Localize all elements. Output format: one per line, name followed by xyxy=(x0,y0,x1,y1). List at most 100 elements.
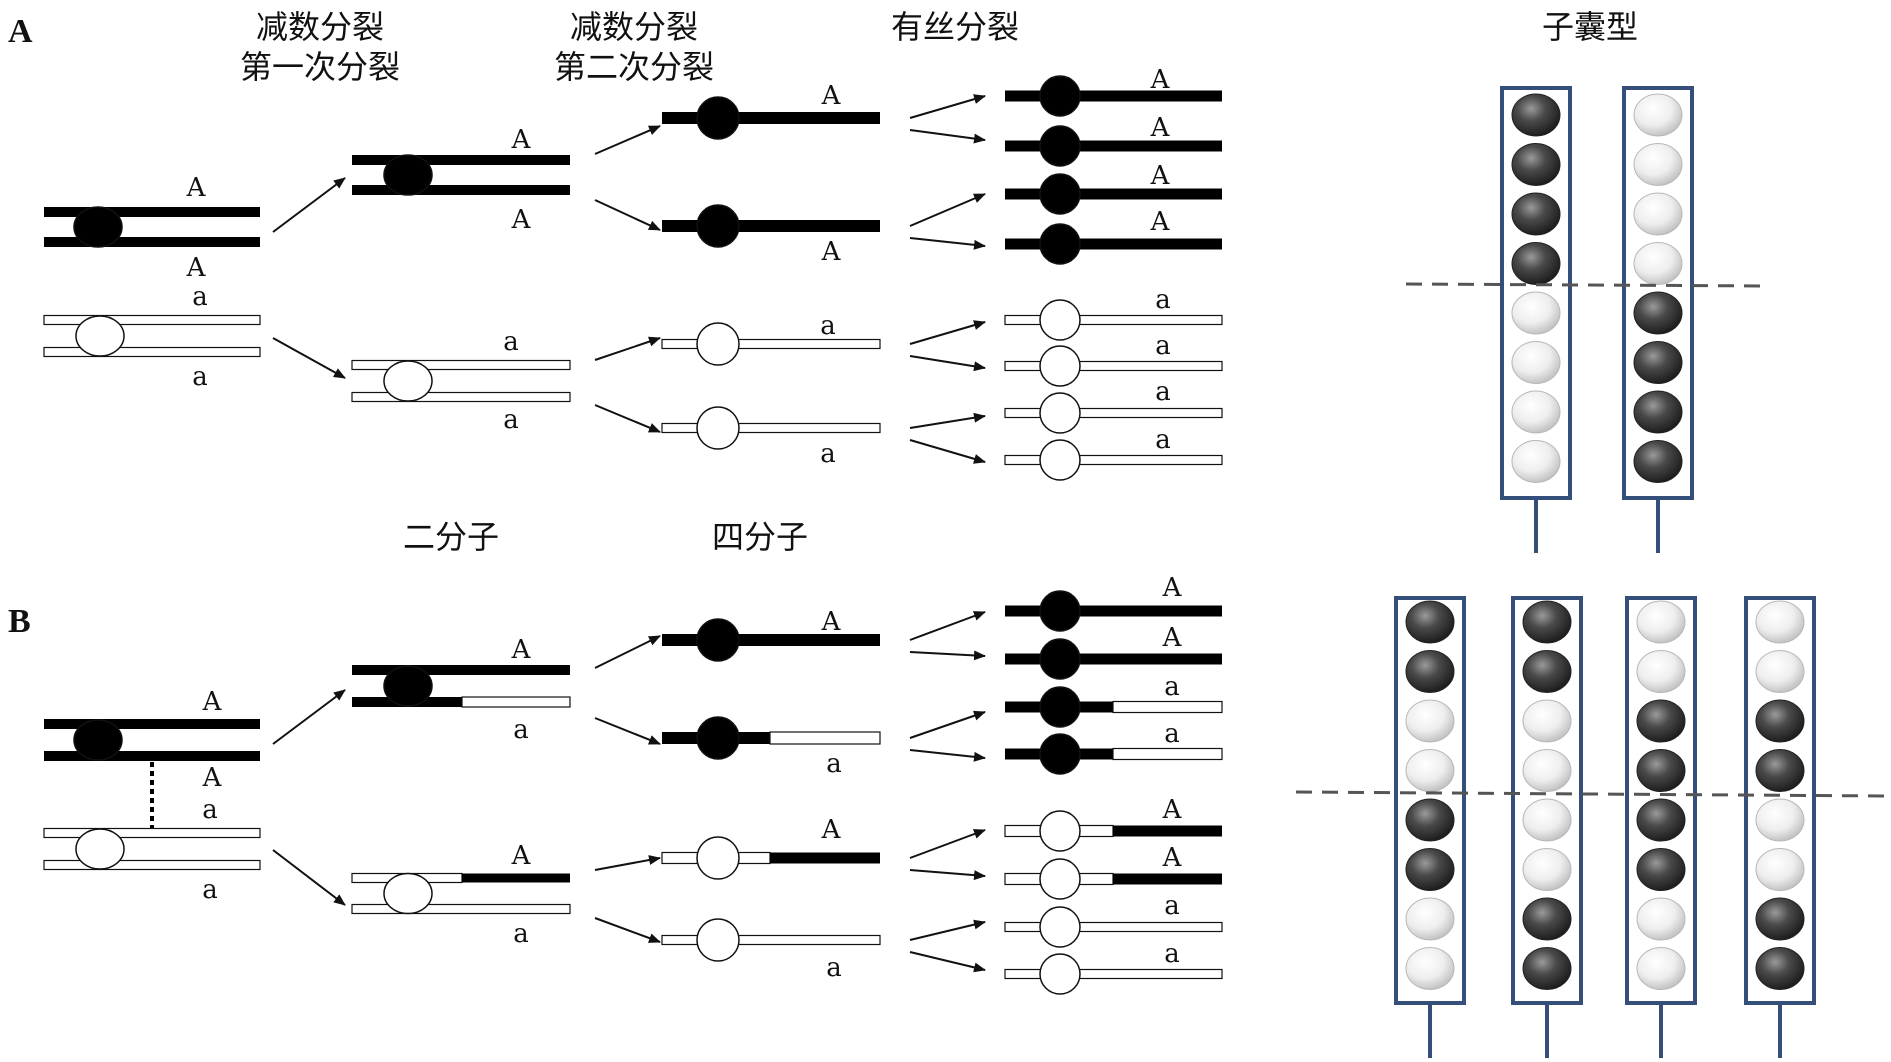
header-ascus-type: 子囊型 xyxy=(1542,8,1638,46)
centromere-dark xyxy=(696,618,740,662)
chromatid-light xyxy=(43,859,261,871)
spore-dark xyxy=(1636,798,1686,842)
spore-dark xyxy=(1633,440,1683,483)
chromatid-dark xyxy=(352,665,570,675)
allele-label: A xyxy=(511,205,532,235)
spore-dark xyxy=(1405,798,1455,842)
chromatid-light xyxy=(351,359,571,371)
spore-dark xyxy=(1633,291,1683,335)
chromatid-dark xyxy=(1005,653,1222,665)
allele-label: a xyxy=(1155,377,1171,407)
allele-label: A xyxy=(1150,207,1171,237)
arrow xyxy=(594,717,661,745)
centromere-dark xyxy=(73,719,123,761)
header-meiosis-1-line2: 第一次分裂 xyxy=(240,48,400,86)
allele-label: a xyxy=(1155,331,1171,361)
spore-dark xyxy=(1755,947,1805,990)
arrow xyxy=(909,355,986,372)
spore-dark xyxy=(1633,341,1683,384)
chromatid-light xyxy=(43,346,261,358)
allele-label: a xyxy=(513,715,529,745)
spore-light xyxy=(1755,650,1805,693)
chromatid-light xyxy=(461,696,571,708)
allele-label: a xyxy=(202,795,218,825)
spore-dark xyxy=(1511,242,1561,285)
allele-label: a xyxy=(503,405,519,435)
chromatid-dark xyxy=(462,873,570,883)
arrow xyxy=(909,919,986,941)
spore-light xyxy=(1511,440,1561,483)
chromatid-light xyxy=(1112,747,1223,761)
header-meiosis-1-line1: 减数分裂 xyxy=(256,8,384,46)
chromatid-light xyxy=(1112,700,1223,714)
spore-light xyxy=(1522,848,1572,891)
allele-label: a xyxy=(202,875,218,905)
spore-light xyxy=(1633,143,1683,186)
arrow xyxy=(909,439,986,464)
chromatid-dark xyxy=(770,852,880,864)
spore-light xyxy=(1405,699,1455,743)
chromatid-light xyxy=(1004,360,1223,372)
spore-light xyxy=(1522,749,1572,792)
ascus-diagram xyxy=(1295,86,1887,1058)
spore-light xyxy=(1755,848,1805,891)
chromatid-dark xyxy=(44,207,260,217)
chromatid-dark xyxy=(662,634,880,646)
centromere-light xyxy=(383,872,433,915)
chromatid-dark xyxy=(1113,825,1222,837)
centromere-dark xyxy=(1039,75,1081,117)
centromere-dark xyxy=(1039,173,1081,215)
header-mitosis: 有丝分裂 xyxy=(891,8,1019,46)
spore-light xyxy=(1636,650,1686,693)
chromatid-light xyxy=(1004,407,1223,419)
allele-label: A xyxy=(186,253,207,283)
arrow xyxy=(909,749,986,762)
centromere-light xyxy=(1039,906,1081,948)
spore-dark xyxy=(1522,650,1572,693)
chromatid-dark xyxy=(44,237,260,247)
spore-light xyxy=(1511,341,1561,384)
centromere-light xyxy=(1039,299,1081,341)
chromatid-dark xyxy=(1005,605,1222,617)
centromere-dark xyxy=(696,204,740,248)
arrow xyxy=(909,412,986,429)
arrow xyxy=(272,849,346,906)
arrow xyxy=(909,611,986,641)
centromere-light xyxy=(75,315,125,357)
arrow xyxy=(909,710,986,739)
allele-label: A xyxy=(821,81,842,111)
chromatid-dark xyxy=(1005,188,1222,200)
allele-label: A xyxy=(821,607,842,637)
allele-label: a xyxy=(1164,939,1180,969)
allele-label: a xyxy=(192,362,208,392)
allele-label: A xyxy=(1150,161,1171,191)
chromatid-light xyxy=(1004,454,1223,466)
centromere-light xyxy=(1039,858,1081,900)
arrow xyxy=(594,336,661,361)
allele-label: a xyxy=(826,953,842,983)
centromere-light xyxy=(696,918,740,962)
spore-dark xyxy=(1636,749,1686,792)
centromere-light xyxy=(1039,810,1081,852)
spore-light xyxy=(1755,600,1805,644)
centromere-dark xyxy=(383,665,433,707)
allele-label: a xyxy=(820,311,836,341)
spore-dark xyxy=(1405,650,1455,693)
spore-dark xyxy=(1633,390,1683,434)
arrow xyxy=(909,829,986,859)
arrow xyxy=(594,125,661,155)
chromatid-dark xyxy=(44,719,260,729)
chromatid-light xyxy=(661,338,881,350)
chromatid-dark xyxy=(662,220,880,232)
allele-label: a xyxy=(1155,425,1171,455)
allele-label: A xyxy=(1150,65,1171,95)
allele-label: A xyxy=(186,173,207,203)
allele-label: a xyxy=(1164,719,1180,749)
centromere-dark xyxy=(383,154,433,196)
chromatid-dark xyxy=(44,751,260,761)
spore-dark xyxy=(1636,699,1686,743)
chromatid-light xyxy=(1004,314,1223,326)
chromatid-dark xyxy=(662,112,880,124)
